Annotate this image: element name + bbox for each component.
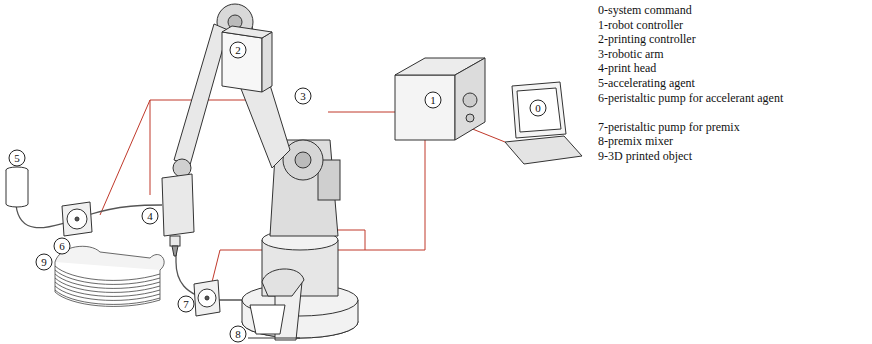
premix-mixer	[248, 338, 300, 339]
key-entry: 8-premix mixer	[598, 134, 790, 149]
printing-controller	[222, 26, 272, 38]
callout-number: 1	[425, 92, 442, 109]
laptop	[505, 136, 582, 164]
print-head	[170, 236, 180, 246]
robot-base	[295, 152, 311, 168]
hose-line	[16, 205, 68, 228]
print-head	[172, 246, 178, 256]
key-entry: 3-robotic arm	[598, 47, 790, 62]
callout-number: 7	[178, 296, 195, 313]
printed-object	[55, 290, 160, 304]
premix-mixer	[250, 305, 285, 334]
printed-object	[55, 292, 160, 306]
key-entry: 4-print head	[598, 61, 790, 76]
key-entry: 0-system command	[598, 3, 790, 18]
peristaltic-pump	[194, 280, 220, 316]
print-head	[162, 174, 194, 256]
laptop	[505, 82, 582, 164]
robot-arm	[173, 4, 290, 177]
callout-number: 6	[54, 238, 71, 255]
robot-arm	[218, 20, 290, 168]
peristaltic-pump	[67, 209, 87, 229]
peristaltic-pump	[198, 289, 216, 307]
laptop	[512, 82, 566, 138]
robot-controller-box	[395, 58, 485, 140]
callout-number: 4	[142, 208, 159, 225]
peristaltic-pump	[62, 202, 92, 236]
peristaltic-pump	[194, 280, 220, 316]
key-entry: 7-peristaltic pump for premix	[598, 120, 790, 135]
premix-mixer	[248, 269, 304, 340]
agent-container	[6, 170, 28, 207]
key-entry: 6-peristaltic pump for accelerant agent	[598, 91, 790, 106]
callout-number: 3	[295, 88, 312, 105]
key-entry: 5-accelerating agent	[598, 76, 790, 91]
robot-controller-box	[455, 58, 485, 140]
callout-number: 5	[9, 150, 26, 167]
printing-controller	[222, 32, 262, 92]
print-head	[162, 174, 194, 236]
printing-controller	[222, 26, 272, 92]
key-entry: 2-printing controller	[598, 32, 790, 47]
robot-base	[242, 140, 358, 338]
premix-mixer	[262, 269, 304, 296]
robot-controller-box	[395, 75, 455, 140]
robot-controller-box	[463, 93, 477, 107]
printed-object	[55, 246, 164, 270]
signal-wire	[328, 112, 395, 113]
key-entry: 9-3D printed object	[598, 149, 790, 164]
robot-controller-box	[466, 114, 474, 122]
peristaltic-pump	[62, 202, 92, 236]
callout-number: 8	[230, 326, 247, 343]
peristaltic-pump	[205, 296, 209, 300]
laptop	[517, 88, 561, 132]
printing-controller	[262, 32, 272, 92]
printed-object	[55, 262, 160, 300]
robot-arm	[174, 24, 228, 165]
agent-container	[6, 167, 28, 207]
key-entry: 1-robot controller	[598, 18, 790, 33]
callout-number: 2	[230, 42, 247, 59]
callout-number: 9	[36, 254, 53, 271]
signal-wire	[470, 128, 505, 142]
callout-number: 0	[530, 100, 547, 117]
signal-wire	[100, 100, 150, 215]
printed-object	[55, 246, 164, 306]
peristaltic-pump	[75, 217, 79, 221]
